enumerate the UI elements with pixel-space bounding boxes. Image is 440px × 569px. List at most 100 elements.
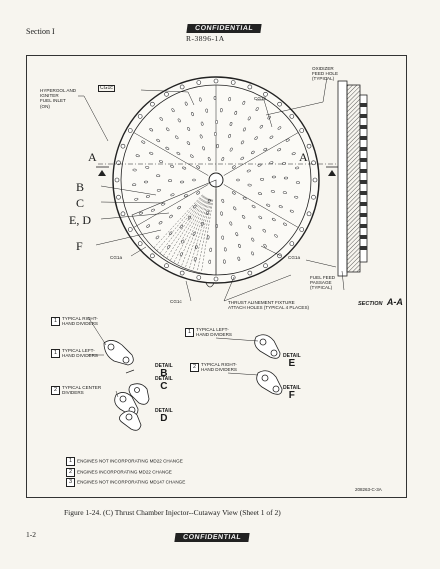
bolt-hole bbox=[114, 177, 120, 183]
orifice bbox=[257, 192, 262, 195]
bolt-hole bbox=[306, 211, 312, 217]
orifice bbox=[169, 214, 173, 219]
orifice bbox=[263, 147, 268, 151]
orifice bbox=[242, 100, 246, 105]
divider-left2-line-2: HAND DIVIDERS bbox=[196, 332, 232, 338]
orifice bbox=[277, 126, 282, 130]
orifice bbox=[229, 221, 233, 226]
orifice bbox=[216, 143, 219, 149]
orifice bbox=[186, 141, 191, 145]
orifice bbox=[193, 204, 197, 209]
section-passage bbox=[360, 169, 367, 173]
divider-spoke bbox=[223, 184, 299, 228]
divider-right2-label: 2 TYPICAL RIGHT- HAND DIVIDERS bbox=[190, 362, 237, 372]
orifice bbox=[221, 235, 224, 240]
bolt-hole bbox=[247, 270, 253, 276]
orifice bbox=[208, 259, 211, 264]
callout-cg1a-left: CG1a bbox=[110, 255, 123, 260]
bolt-hole bbox=[299, 227, 305, 232]
orifice bbox=[237, 256, 241, 261]
note-2-text: ENGINES INCORPORATING MD22 CHANGE bbox=[77, 469, 172, 475]
orifice bbox=[179, 224, 184, 229]
detail-b-word: DETAIL bbox=[155, 363, 173, 369]
orifice bbox=[207, 198, 211, 203]
orifice bbox=[191, 112, 194, 117]
oxidizer-line-2: FEED HOLE bbox=[312, 71, 339, 77]
divider-right2-tag: 2 bbox=[190, 362, 199, 372]
orifice bbox=[182, 166, 187, 170]
orifice bbox=[205, 108, 208, 113]
note-1-tag: 1 bbox=[66, 457, 75, 466]
section-passage bbox=[360, 202, 367, 206]
bolt-hole bbox=[289, 114, 295, 119]
thrust-alinement-label: THRUST ALINEMENT FIXTURE ATTACH HOLES (T… bbox=[228, 300, 309, 310]
orifice bbox=[251, 251, 254, 256]
page-number: 1-2 bbox=[26, 530, 36, 539]
orifice bbox=[266, 203, 271, 207]
detail-marker-f: F bbox=[76, 239, 83, 253]
orifice bbox=[223, 259, 226, 264]
detail-marker-ed: E, D bbox=[69, 213, 91, 227]
bolt-hole bbox=[164, 263, 169, 269]
bolt-hole bbox=[196, 80, 202, 85]
orifice bbox=[206, 235, 210, 240]
fuel-feed-line-2: PASSAGE bbox=[310, 280, 332, 286]
note-2-tag: 2 bbox=[66, 468, 75, 477]
orifice bbox=[139, 211, 143, 215]
orifice bbox=[278, 205, 283, 209]
orifice bbox=[255, 107, 259, 111]
orifice bbox=[187, 215, 192, 220]
section-passage bbox=[360, 246, 367, 250]
hypergol-line-3: FUEL INLET bbox=[40, 98, 66, 104]
injector-cutaway-illustration bbox=[78, 76, 368, 431]
callout-cg1b: CG1b bbox=[254, 96, 267, 101]
detail-e-sketch bbox=[254, 334, 281, 359]
orifice bbox=[209, 247, 212, 252]
orifice bbox=[240, 140, 245, 145]
orifice bbox=[184, 101, 188, 106]
cutaway-wedge bbox=[153, 194, 214, 271]
detail-c-letter: C bbox=[160, 381, 168, 392]
document-number: R-3896-1A bbox=[186, 34, 225, 43]
detail-b-letter: B bbox=[160, 368, 168, 379]
orifice bbox=[295, 166, 300, 170]
divider-left-line-2: HAND DIVIDERS bbox=[62, 353, 98, 359]
orifice bbox=[246, 169, 251, 173]
orifice bbox=[135, 154, 140, 158]
orifice bbox=[234, 110, 238, 115]
orifice bbox=[170, 165, 175, 168]
orifice bbox=[166, 127, 170, 132]
orifice bbox=[167, 179, 173, 182]
orifice bbox=[274, 234, 278, 238]
orifice bbox=[145, 166, 150, 169]
detail-b-title: DETAIL B bbox=[155, 363, 173, 379]
orifice bbox=[177, 118, 181, 123]
section-aa-word: SECTION bbox=[358, 301, 383, 307]
wedge-line bbox=[166, 196, 206, 258]
detail-d-sketch bbox=[119, 383, 150, 431]
hypergol-callout-box: CG1c bbox=[98, 85, 115, 93]
orifice bbox=[247, 116, 251, 121]
bolt-hole bbox=[230, 80, 236, 85]
divider-left-tag: 1 bbox=[51, 348, 60, 358]
detail-c-word: DETAIL bbox=[155, 376, 173, 382]
orifice bbox=[149, 128, 154, 132]
orifice bbox=[229, 121, 233, 126]
orifice bbox=[159, 117, 163, 121]
detail-e-word: DETAIL bbox=[283, 353, 301, 359]
detail-c-sketch bbox=[114, 392, 139, 416]
orifice bbox=[242, 196, 247, 200]
divider-spoke bbox=[133, 132, 209, 176]
orifice bbox=[289, 209, 294, 213]
orifice bbox=[196, 191, 201, 195]
orifice bbox=[193, 257, 197, 262]
section-passage bbox=[360, 125, 367, 129]
section-passage bbox=[360, 213, 367, 217]
orifice-pattern bbox=[132, 95, 301, 264]
bolt-hole bbox=[179, 84, 185, 90]
fuel-feed-line-3: (TYPICAL) bbox=[310, 285, 333, 291]
hypergol-line-1: HYPERGOL AND bbox=[40, 88, 77, 93]
bolt-hole bbox=[164, 91, 169, 97]
wedge-line bbox=[170, 197, 207, 261]
